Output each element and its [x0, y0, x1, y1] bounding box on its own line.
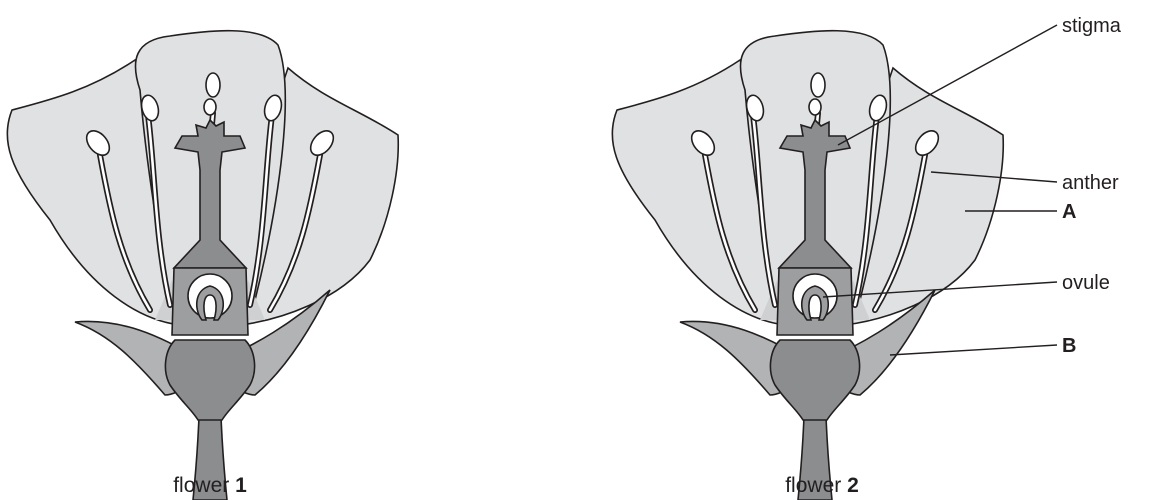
- flower-2-caption: flower 2: [785, 474, 859, 497]
- A-label: A: [1062, 201, 1076, 223]
- ovule-label: ovule: [1062, 272, 1110, 294]
- B-label: B: [1062, 335, 1076, 357]
- stigma-label: stigma: [1062, 15, 1122, 37]
- flower-1-drawing: [7, 31, 398, 500]
- flower-2-drawing: [612, 31, 1003, 500]
- anther-label: anther: [1062, 172, 1119, 194]
- flower-1-caption: flower 1: [173, 474, 247, 497]
- B-leader-line: [890, 345, 1057, 355]
